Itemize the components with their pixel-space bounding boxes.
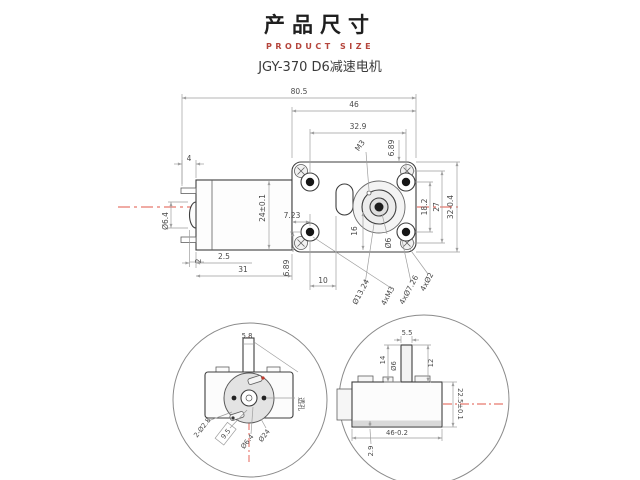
rivet-dot: [231, 395, 237, 401]
output-shaft: [352, 180, 406, 234]
dim-shaft-flat: 5.8: [242, 332, 253, 340]
motor-end-stub: [336, 388, 353, 421]
dim-screw-pitch-y: 27: [432, 202, 441, 212]
dim-boss-dia: Ø13.24: [350, 277, 371, 306]
dim-thread-callout: M3: [353, 138, 367, 153]
thread-hole: [366, 190, 372, 196]
shaft-top-view: [242, 337, 255, 374]
dim-base-plate: 2.9: [367, 446, 375, 457]
dim-body-length: 46-0.2: [386, 429, 408, 437]
dim-hole-edge-top: 6.89: [387, 139, 396, 156]
dim-through-hole: 透孔: [297, 397, 305, 411]
dim-shaft-dia-side: Ø6: [390, 361, 398, 371]
rivet-dot: [261, 395, 267, 401]
dim-shaft-dia: Ø6: [384, 237, 393, 248]
dim-gearbox-width: 46: [349, 100, 359, 109]
dim-counterbore-holes: 4xØ7.26: [397, 273, 420, 306]
page-subtitle: PRODUCT SIZE: [265, 42, 375, 51]
detail-right-dimensions: 5.5 14 Ø6 12 22.5±0.1 46-0.2: [351, 329, 464, 457]
dim-slot-pitch: 10: [318, 276, 328, 285]
dim-hole-edge-bottom: 6.89: [282, 259, 291, 276]
model-title: JGY-370 D6减速电机: [258, 60, 382, 75]
base-plate-band: [353, 420, 441, 426]
terminal-pin-bottom: [180, 236, 197, 243]
polarity-dot-black: [231, 416, 235, 420]
gearbox-face-view: [291, 161, 417, 253]
dim-pin-offset: 2: [194, 258, 203, 263]
mount-tab: [215, 366, 230, 373]
dim-hole-pitch-y: 18.2: [420, 198, 429, 215]
dim-gearbox-height: 32-0.4: [446, 195, 455, 219]
dim-slot-offset: 16: [350, 226, 359, 236]
polarity-dot-red: [261, 376, 265, 380]
screw-icon: [294, 236, 308, 250]
dim-hole-pitch-x: 32.9: [350, 122, 367, 131]
dim-flat-width: 5.5: [402, 329, 413, 337]
dim-body-height: 22.5±0.1: [456, 388, 464, 420]
page-title: 产品尺寸: [264, 13, 376, 37]
dim-thread-holes: 4xM3: [379, 284, 397, 306]
rear-shaft-hole: [245, 394, 253, 402]
dim-screw-holes: 4xØ2: [418, 271, 435, 293]
dim-shaft-length: 14: [379, 356, 387, 365]
screw-icon: [294, 164, 308, 178]
detail-view-right: 5.5 14 Ø6 12 22.5±0.1 46-0.2: [336, 314, 510, 480]
motor-body: [195, 179, 293, 251]
dim-pin-length: 4: [187, 154, 192, 163]
mount-tab: [266, 366, 281, 373]
adjust-slot: [335, 183, 354, 216]
dim-face-to-hole: 7.23: [284, 211, 301, 220]
dim-motor-diameter: 24±0.1: [258, 194, 267, 222]
output-shaft-side: [400, 344, 413, 383]
page-header: 产品尺寸 PRODUCT SIZE: [0, 9, 640, 51]
mount-ear: [357, 375, 374, 383]
main-view: 80.5 46 32.9 6.89 M3: [118, 87, 460, 307]
terminal-pin-top: [180, 187, 197, 194]
dim-rear-boss-dia: Ø6.4: [161, 212, 170, 230]
dim-total-length: 80.5: [291, 87, 308, 96]
dim-cap-length: 2.5: [218, 252, 230, 261]
motor-side-view: [180, 179, 293, 251]
dim-motor-length: 31: [238, 265, 248, 274]
gearbox-side-view: [351, 381, 443, 428]
detail-view-left: 5.8 透孔 2-Ø2.8 9.5 Ø6.4 Ø24: [172, 322, 328, 478]
dim-flat-length: 12: [427, 359, 435, 368]
